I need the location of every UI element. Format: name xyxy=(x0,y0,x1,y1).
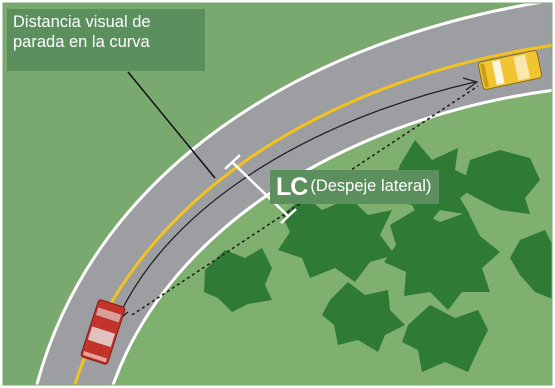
tree-icon xyxy=(322,282,405,352)
red-car-icon xyxy=(80,299,126,365)
tree-icon xyxy=(402,305,488,372)
tree-icon xyxy=(204,248,272,312)
tree-group xyxy=(204,140,552,372)
title-leader-line xyxy=(127,71,216,179)
tree-icon xyxy=(384,210,500,310)
tree-icon xyxy=(510,230,552,299)
lc-abbreviation: LC xyxy=(276,173,308,201)
arc-arrow-end xyxy=(462,77,479,91)
title-callout: Distancia visual de parada en la curva xyxy=(7,9,205,71)
title-text: Distancia visual de parada en la curva xyxy=(13,13,151,51)
outer-road-edge xyxy=(35,3,547,385)
yellow-car-icon xyxy=(477,50,543,90)
lateral-clearance-marker xyxy=(224,154,297,224)
tree-icon xyxy=(462,150,540,214)
sight-distance-arc xyxy=(117,81,476,319)
lateral-clearance-callout: LC (Despeje lateral) xyxy=(270,170,440,204)
lc-description: (Despeje lateral) xyxy=(310,177,432,196)
tree-icon xyxy=(278,196,395,282)
